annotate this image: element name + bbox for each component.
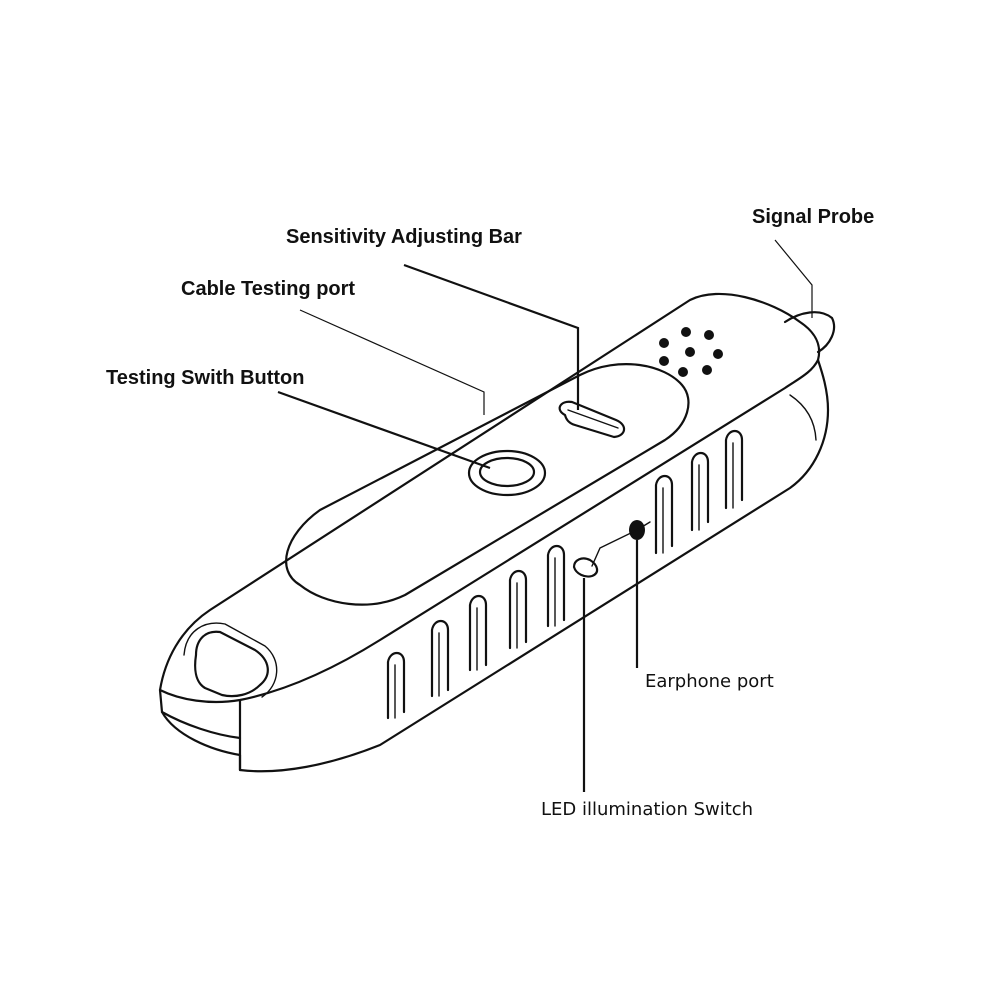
side-grip-ridges — [386, 429, 744, 720]
signal-probe-label: Signal Probe — [752, 206, 875, 228]
testing-switch-button — [467, 449, 547, 497]
top-oval-window — [285, 363, 690, 606]
leader-lines — [277, 239, 813, 792]
led-illumination-switch-label: LED illumination Switch — [541, 799, 754, 820]
testing-switch-button-label: Testing Swith Button — [106, 367, 305, 389]
keyring-slot — [194, 630, 269, 698]
cable-testing-port-label: Cable Testing port — [181, 278, 356, 300]
device-body — [158, 292, 836, 773]
speaker-grille — [659, 327, 723, 377]
sensitivity-bar-label: Sensitivity Adjusting Bar — [286, 226, 522, 248]
led-switch — [572, 557, 599, 578]
sensitivity-bar-slot — [558, 400, 626, 439]
earphone-port-label: Earphone port — [645, 671, 774, 692]
